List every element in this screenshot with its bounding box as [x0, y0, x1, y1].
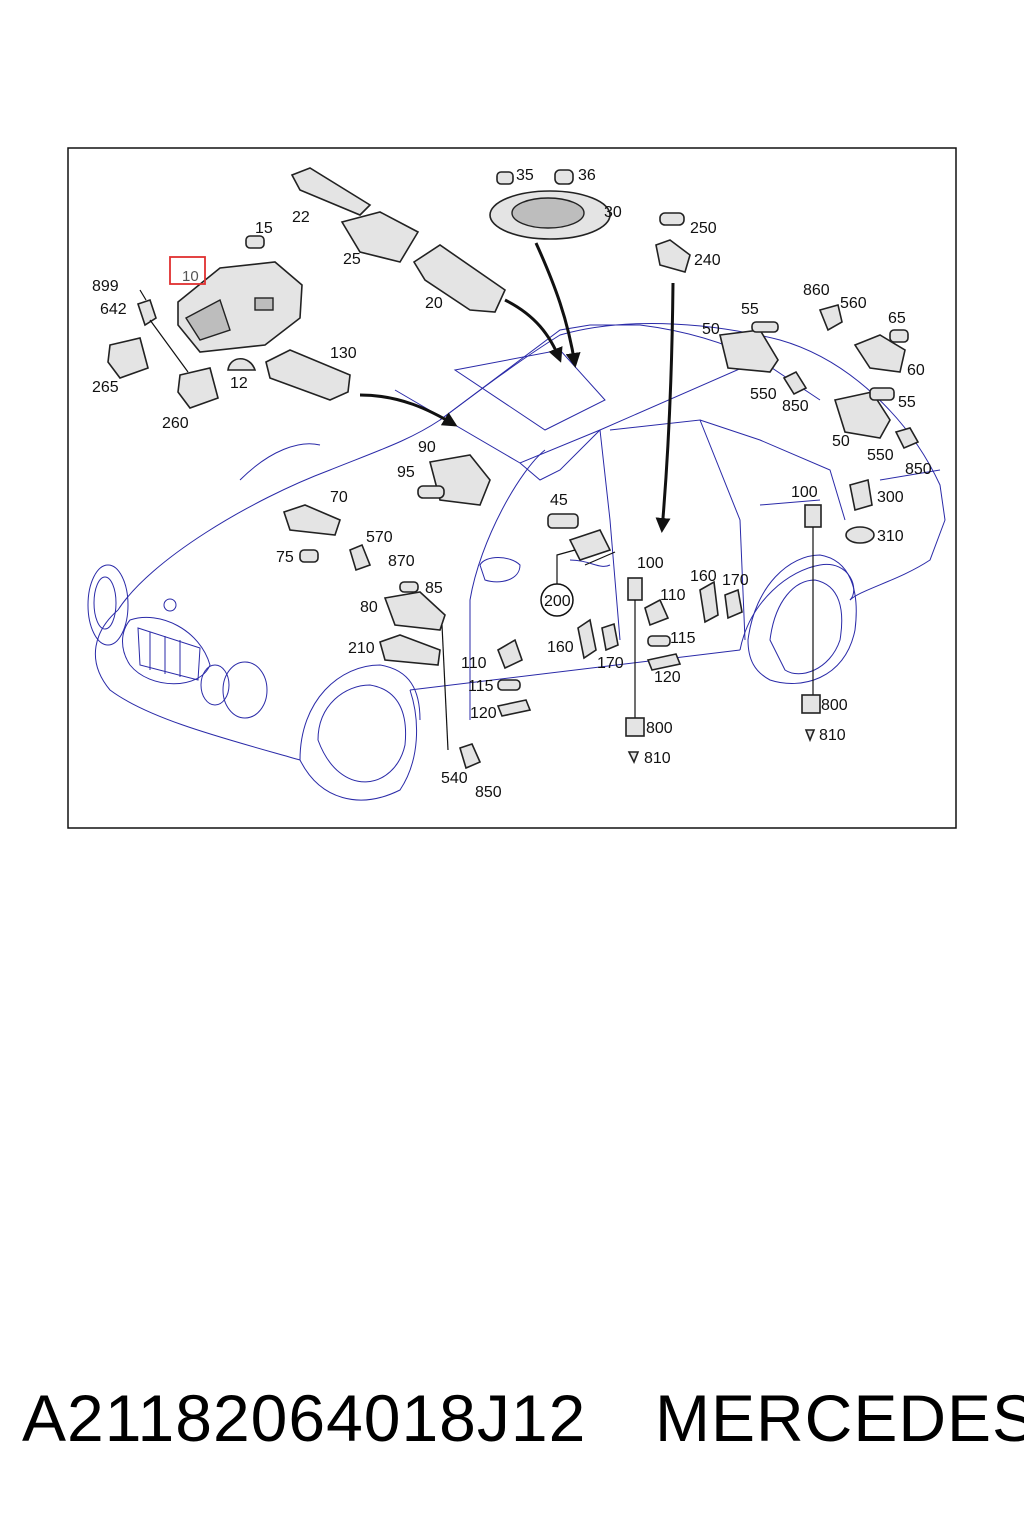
callout-label: 100: [637, 555, 664, 572]
callout-label: 80: [360, 599, 378, 616]
callout-label: 160: [690, 568, 717, 585]
callout-label: 170: [597, 655, 624, 672]
callout-label: 120: [470, 705, 497, 722]
callout-label: 12: [230, 375, 248, 392]
callout-label: 260: [162, 415, 189, 432]
callout-label: 860: [803, 282, 830, 299]
parts-diagram: 10 15 22 25 20 35 36 30 250 240 899 642 …: [67, 147, 957, 829]
callout-label: 810: [819, 727, 846, 744]
callout-label: 810: [644, 750, 671, 767]
highlight-box: [169, 256, 206, 285]
callout-label: 250: [690, 220, 717, 237]
callout-label: 65: [888, 310, 906, 327]
callout-label: 200: [544, 593, 571, 610]
callout-label: 20: [425, 295, 443, 312]
callout-label: 50: [702, 321, 720, 338]
callout-labels: 15 22 25 20 35 36 30 250 240 899 642 265…: [92, 167, 932, 801]
pointer-arrows: [359, 242, 675, 533]
callout-label: 550: [867, 447, 894, 464]
callout-label: 15: [255, 220, 273, 237]
highlighted-part-label: 10: [182, 268, 199, 285]
car-outline: [87, 323, 946, 801]
callout-label: 170: [722, 572, 749, 589]
callout-label: 100: [791, 484, 818, 501]
callout-label: 160: [547, 639, 574, 656]
callout-label: 110: [461, 655, 487, 672]
callout-label: 550: [750, 386, 777, 403]
callout-label: 45: [550, 492, 568, 509]
callout-label: 30: [604, 204, 622, 221]
callout-label: 35: [516, 167, 534, 184]
callout-label: 75: [276, 549, 294, 566]
callout-label: 642: [100, 301, 127, 318]
callout-label: 25: [343, 251, 361, 268]
callout-label: 210: [348, 640, 375, 657]
callout-label: 265: [92, 379, 119, 396]
caption: A21182064018J12 MERCEDES: [0, 1380, 1024, 1470]
callout-label: 110: [660, 587, 686, 604]
callout-label: 560: [840, 295, 867, 312]
callout-label: 55: [898, 394, 916, 411]
callout-label: 90: [418, 439, 436, 456]
callout-label: 870: [388, 553, 415, 570]
callout-label: 36: [578, 167, 596, 184]
callout-label: 899: [92, 278, 119, 295]
callout-label: 800: [821, 697, 848, 714]
callout-label: 55: [741, 301, 759, 318]
callout-label: 240: [694, 252, 721, 269]
callout-label: 22: [292, 209, 310, 226]
callout-label: 95: [397, 464, 415, 481]
callout-label: 85: [425, 580, 443, 597]
brand-name: MERCEDES: [655, 1381, 1024, 1455]
callout-label: 800: [646, 720, 673, 737]
diagram-frame: [67, 147, 957, 829]
callout-label: 850: [905, 461, 932, 478]
callout-label: 115: [670, 630, 696, 647]
part-number: A21182064018J12: [22, 1381, 587, 1455]
callout-label: 570: [366, 529, 393, 546]
callout-label: 540: [441, 770, 468, 787]
callout-label: 130: [330, 345, 357, 362]
callout-label: 115: [468, 678, 494, 695]
callout-label: 310: [877, 528, 904, 545]
callout-label: 850: [782, 398, 809, 415]
callout-label: 850: [475, 784, 502, 801]
callout-label: 60: [907, 362, 925, 379]
callout-label: 50: [832, 433, 850, 450]
callout-label: 70: [330, 489, 348, 506]
part-shapes: [107, 167, 920, 770]
callout-label: 120: [654, 669, 681, 686]
callout-label: 300: [877, 489, 904, 506]
